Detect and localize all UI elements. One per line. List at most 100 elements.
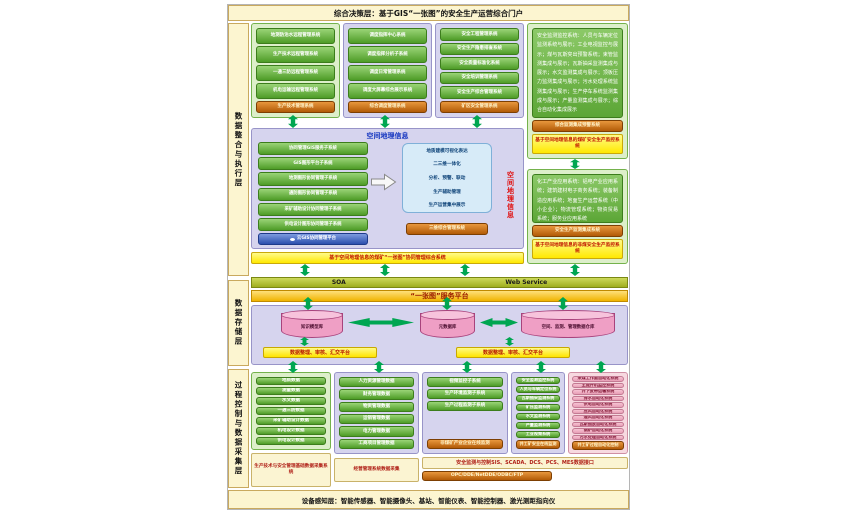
business-data-node: 运销管理数据 — [339, 413, 414, 425]
flow-arrow-icon — [300, 337, 309, 346]
layer-label-storage: 数据存储层 — [228, 280, 249, 366]
knowledge-model-db: 知识模型库 — [281, 310, 343, 338]
coal-monitoring-highlight: 基于空间地理信息的煤矿安全生产监控系统 — [532, 134, 623, 154]
technical-data-node: 采矿辅助设计数据 — [256, 417, 326, 425]
gis-capabilities-box: 地质建模可视化表达二三维一体化分析、预警、联动生产辅助管理生产运营集中展示 — [402, 143, 492, 213]
technical-data-node: 测量数据 — [256, 387, 326, 395]
coal-safety-node: 矿压监测系统 — [516, 404, 560, 411]
web-service-label: Web Service — [505, 279, 548, 286]
cloud-gis-platform-node: 云GIS协同管理平台 — [258, 233, 368, 246]
technical-data-node: 地质数据 — [256, 377, 326, 385]
coal-safety-monitor-panel: 安全监测监控系统人员与车辆定位系统瓦斯抽采监测系统矿压监测系统水文监测系统产量监… — [511, 372, 565, 454]
business-data-node: 财务管理数据 — [339, 389, 414, 400]
decision-layer-title: 综合决策层：基于GIS“一张图”的安全生产运营综合门户 — [333, 8, 524, 18]
flow-arrow-icon — [570, 264, 580, 276]
gis-subsystem-node: 协同管理GIS服务子系统 — [258, 142, 368, 156]
gis-side-label: 空间地理信息 — [506, 171, 515, 219]
safety-system-node: 安全培训管理系统 — [440, 71, 519, 85]
coal-safety-node: 人员与车辆定位系统 — [516, 386, 560, 393]
flow-arrow-icon — [536, 361, 546, 373]
coal-safety-node: 水文监测系统 — [516, 413, 560, 420]
technical-data-node: 机电设计数据 — [256, 427, 326, 435]
flow-arrow-icon — [288, 115, 298, 128]
integrated-warning-node: 综合监测集成预警系统 — [532, 120, 623, 132]
scada-interface-bar: 安全监测与控制SIS、SCADA、DCS、PCS、MES数据接口 — [422, 457, 628, 469]
layer-label-storage-text: 数据存储层 — [234, 299, 243, 347]
soa-bar: SOA Web Service — [251, 277, 628, 288]
flow-arrow-icon — [300, 264, 310, 276]
cloud-gis-platform-label: 云GIS协同管理平台 — [296, 236, 337, 242]
layer-label-integration: 数据整合与执行层 — [228, 23, 249, 276]
technical-data-node: 供电设计数据 — [256, 437, 326, 445]
gis-capability-line: 二三维一体化 — [433, 162, 461, 168]
gis-subsystem-node: 地测图形协同管理子系统 — [258, 172, 368, 186]
safety-system-node: 安全生产隐患排查系统 — [440, 42, 519, 56]
dispatch-system-node: 调度指挥分析子系统 — [348, 46, 427, 63]
flow-arrow-icon — [505, 337, 514, 346]
automation-node: 主提升机监控系统 — [572, 382, 624, 388]
flow-arrow-icon — [374, 361, 384, 373]
noncoal-monitor-node: 生产环境监测子系统 — [427, 389, 503, 399]
three-d-mgmt-node: 三维综合管理系统 — [406, 223, 488, 235]
business-collection-note: 经营管理系统数据采集 — [334, 458, 419, 482]
automation-node: 采煤工作面自动化系统 — [572, 376, 624, 382]
automation-node: 井下皮带运输系统 — [572, 389, 624, 395]
spatial-data-warehouse-label: 空间、监测、管理数据仓库 — [541, 324, 595, 330]
gis-capability-line: 生产运营集中展示 — [428, 203, 466, 209]
flow-arrow-icon — [462, 361, 472, 373]
production-tech-mgmt-node: 生产技术管理系统 — [256, 101, 335, 113]
metadata-db-label: 元数据库 — [438, 324, 457, 330]
flow-arrow-icon — [472, 115, 482, 128]
mine-online-monitor-node: 井工矿安全在线监测 — [516, 440, 560, 449]
one-map-platform-bar: “一张图”服务平台 — [251, 290, 628, 302]
technical-data-node: 一通三防数据 — [256, 407, 326, 415]
dispatch-system-node: 调度大屏幕综合展示系统 — [348, 82, 427, 99]
safety-monitor-integration-node: 安全生产监测集成系统 — [532, 225, 623, 237]
metadata-db: 元数据库 — [420, 310, 475, 338]
noncoal-online-monitor-node: 非煤矿产业企业在线监测 — [427, 439, 503, 449]
transform-arrow-icon — [371, 174, 396, 190]
technical-data-node: 水文数据 — [256, 397, 326, 405]
gis-subsystem-node: 供电设计图形协同管理子系统 — [258, 217, 368, 232]
flow-arrow-icon — [442, 297, 452, 310]
gis-subsystem-node: GIS图形平台子系统 — [258, 157, 368, 171]
noncoal-monitor-node: 视频监控子系统 — [427, 377, 503, 387]
gis-capability-line: 地质建模可视化表达 — [426, 148, 468, 154]
gis-subsystem-node: 采矿辅助设计协同管理子系统 — [258, 202, 368, 216]
flow-arrow-icon — [380, 264, 390, 276]
coal-safety-node: 产量监测系统 — [516, 422, 560, 429]
knowledge-model-db-label: 知识模型库 — [301, 324, 323, 330]
automation-node: 压风自动化系统 — [572, 408, 624, 414]
automation-node: 锅炉自动化系统 — [572, 428, 624, 434]
device-layer-banner: 设备感知层：智能传感器、智能摄像头、基站、智能仪表、智能控制器、激光测距指向仪 — [228, 490, 629, 509]
flow-arrow-icon — [596, 361, 606, 373]
automation-node: 供电自动化系统 — [572, 402, 624, 408]
coal-safety-node: 工业视频系统 — [516, 431, 560, 438]
layer-label-acquisition-text: 过程控制与数据采集层 — [234, 381, 243, 476]
remote-management-panel: 地测防治水远程管理系统生产技术远程管理系统一通三防远程管理系统机电运输远程管理系… — [251, 23, 340, 118]
automation-panel: 采煤工作面自动化系统主提升机监控系统井下皮带运输系统排水自动化系统供电自动化系统… — [568, 372, 628, 454]
flow-arrow-icon — [348, 318, 414, 327]
mine-safety-mgmt-node: 矿区安全管理系统 — [440, 100, 519, 113]
business-data-node: 物资管理数据 — [339, 401, 414, 412]
flow-arrow-icon — [558, 297, 568, 310]
business-data-node: 人力资源管理数据 — [339, 377, 414, 388]
gis-highlight-bar: 基于空间地理信息的煤矿“一张图”协同管理综合系统 — [251, 252, 524, 264]
noncoal-monitor-node: 生产过程监测子系统 — [427, 401, 503, 411]
automation-node: 通风自动化系统 — [572, 415, 624, 421]
remote-system-node: 一通三防远程管理系统 — [256, 64, 335, 81]
dispatch-system-node: 调度指挥中心系统 — [348, 28, 427, 45]
process-automation-node: 井工矿过程自动化控制 — [572, 441, 624, 450]
business-data-node: 电力管理数据 — [339, 426, 414, 437]
remote-system-node: 地测防治水远程管理系统 — [256, 28, 335, 45]
technical-collection-note: 生产技术与安全管理基础数据采集系统 — [251, 453, 331, 487]
cloud-icon — [289, 237, 295, 241]
flow-arrow-icon — [288, 361, 298, 373]
non-coal-text: 化工产业应用系统：铝电产业应用系统；建筑建材电子商务系统；装备制造应用系统；地面… — [532, 174, 623, 223]
gis-panel-title: 空间地理信息 — [366, 132, 409, 140]
coal-safety-node: 瓦斯抽采监测系统 — [516, 395, 560, 402]
gis-capability-line: 分析、预警、联动 — [428, 175, 466, 181]
safety-mgmt-panel: 安全工程管理系统安全生产隐患排查系统安全质量标准化系统安全培训管理系统安全生产综… — [435, 23, 524, 118]
gis-capability-line: 生产辅助管理 — [433, 189, 461, 195]
